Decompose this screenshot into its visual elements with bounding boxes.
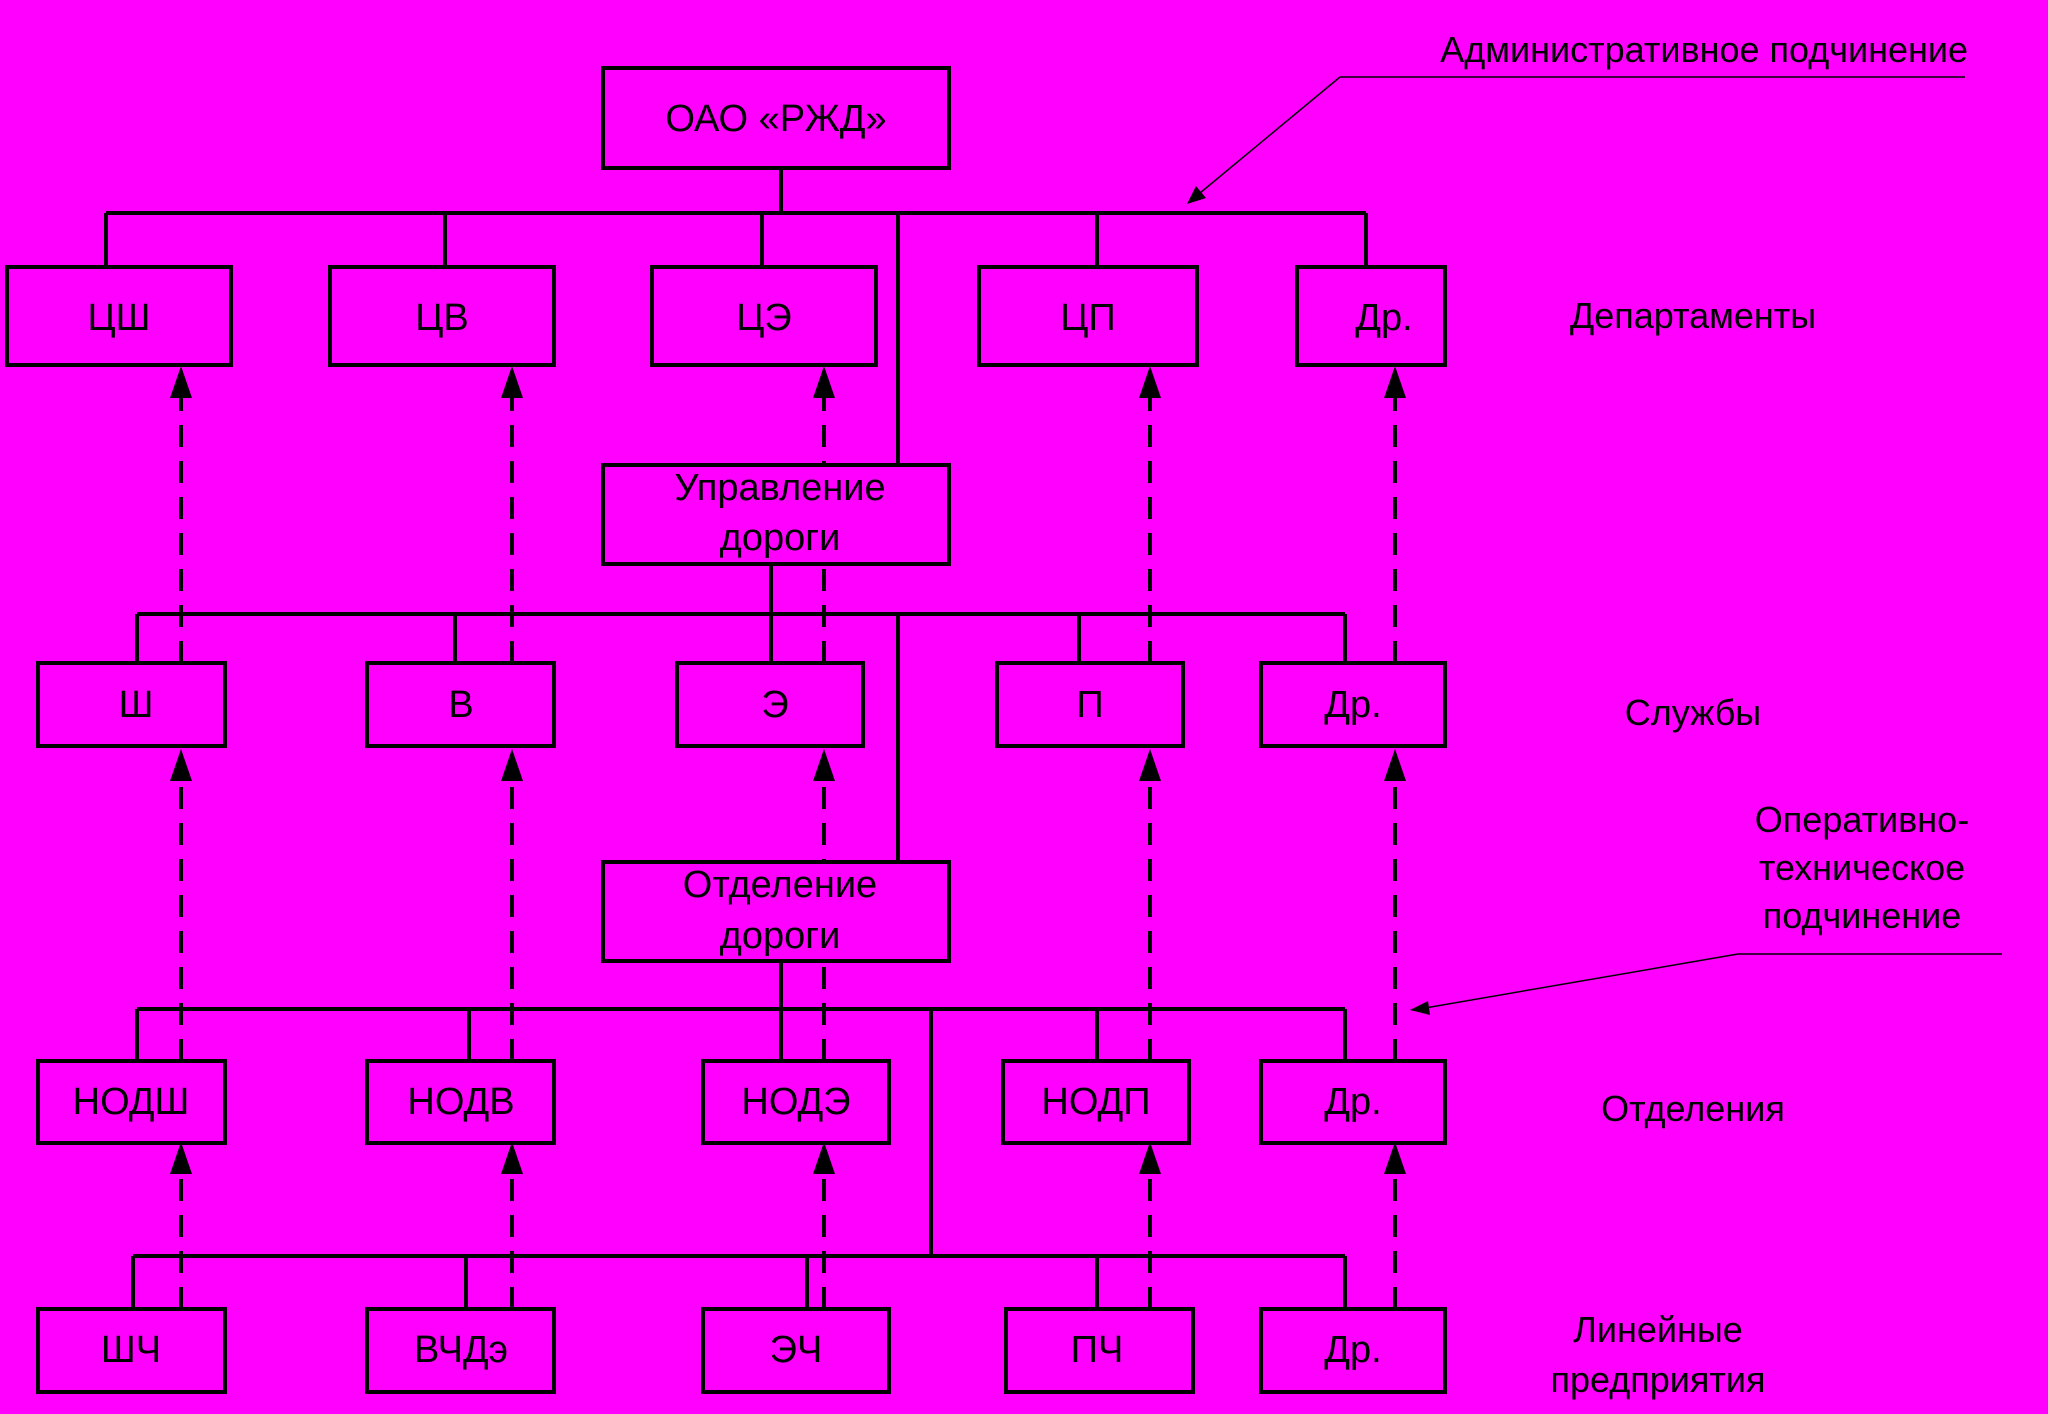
level-label-services: Службы: [1625, 692, 1761, 733]
division-box: [1001, 1059, 1191, 1145]
service-label: Др.: [1324, 684, 1381, 726]
service-box: [365, 661, 556, 748]
department-box: [328, 265, 556, 367]
road-division-node: Отделение дороги: [601, 860, 951, 963]
road-division-label-1: Отделение: [683, 864, 877, 906]
linear-box: [701, 1307, 891, 1394]
department-box: [977, 265, 1199, 367]
top-node: ОАО «РЖД»: [601, 66, 951, 170]
linear-label: Др.: [1324, 1329, 1381, 1371]
department-box: [650, 265, 878, 367]
service-label: Ш: [119, 684, 154, 726]
department-box: [5, 265, 233, 367]
department-row: ЦШ ЦВ ЦЭ ЦП Др.: [5, 265, 1447, 367]
department-label: ЦЭ: [736, 297, 791, 339]
road-management-label-1: Управление: [674, 467, 885, 509]
division-label: НОДВ: [407, 1081, 514, 1123]
operational-legend-label-1: Оперативно-: [1755, 799, 1969, 840]
department-label: ЦШ: [88, 297, 151, 339]
linear-box: [36, 1307, 227, 1394]
department-label: ЦП: [1060, 297, 1115, 339]
service-box: [1259, 661, 1447, 748]
service-box: [995, 661, 1185, 748]
linear-box: [1259, 1307, 1447, 1394]
division-label: НОДЭ: [741, 1081, 850, 1123]
road-management-node: Управление дороги: [601, 463, 951, 566]
department-label: ЦВ: [415, 297, 468, 339]
operational-legend: Оперативно- техническое подчинение: [1410, 799, 2002, 1015]
level-labels: Департаменты Службы Отделения Линейные п…: [1551, 295, 1817, 1400]
division-label: НОДП: [1041, 1081, 1150, 1123]
division-label: НОДШ: [73, 1081, 190, 1123]
linear-box: [1004, 1307, 1195, 1394]
road-division-label-2: дороги: [720, 915, 841, 957]
department-label: Др.: [1355, 297, 1412, 339]
service-label: П: [1076, 684, 1103, 726]
operational-legend-label-3: подчинение: [1763, 895, 1962, 936]
operational-legend-label-2: техническое: [1759, 847, 1965, 888]
admin-legend: Административное подчинение: [1187, 29, 1968, 204]
service-box: [36, 661, 227, 748]
linear-row: ШЧ ВЧДэ ЭЧ ПЧ Др.: [36, 1307, 1447, 1394]
division-label: Др.: [1324, 1081, 1381, 1123]
linear-label: ЭЧ: [770, 1329, 823, 1371]
admin-connectors: [104, 168, 1368, 1309]
service-row: Ш В Э П Др.: [36, 661, 1447, 748]
linear-label: ВЧДэ: [414, 1329, 508, 1371]
division-row: НОДШ НОДВ НОДЭ НОДП Др.: [36, 1059, 1447, 1145]
level-label-linear-2: предприятия: [1551, 1359, 1766, 1400]
linear-label: ПЧ: [1071, 1329, 1124, 1371]
service-label: В: [448, 684, 473, 726]
top-node-label: ОАО «РЖД»: [665, 98, 886, 140]
road-management-label-2: дороги: [720, 517, 841, 559]
department-box: [1295, 265, 1447, 367]
division-box: [365, 1059, 556, 1145]
level-label-linear-1: Линейные: [1573, 1309, 1743, 1350]
division-box: [1259, 1059, 1447, 1145]
operational-connectors: [170, 366, 1406, 1309]
service-label: Э: [761, 684, 788, 726]
admin-legend-label: Административное подчинение: [1440, 29, 1968, 70]
level-label-divisions: Отделения: [1601, 1088, 1785, 1129]
linear-label: ШЧ: [101, 1329, 161, 1371]
service-box: [675, 661, 865, 748]
division-box: [36, 1059, 227, 1145]
division-box: [701, 1059, 891, 1145]
level-label-departments: Департаменты: [1570, 295, 1816, 336]
linear-box: [365, 1307, 556, 1394]
